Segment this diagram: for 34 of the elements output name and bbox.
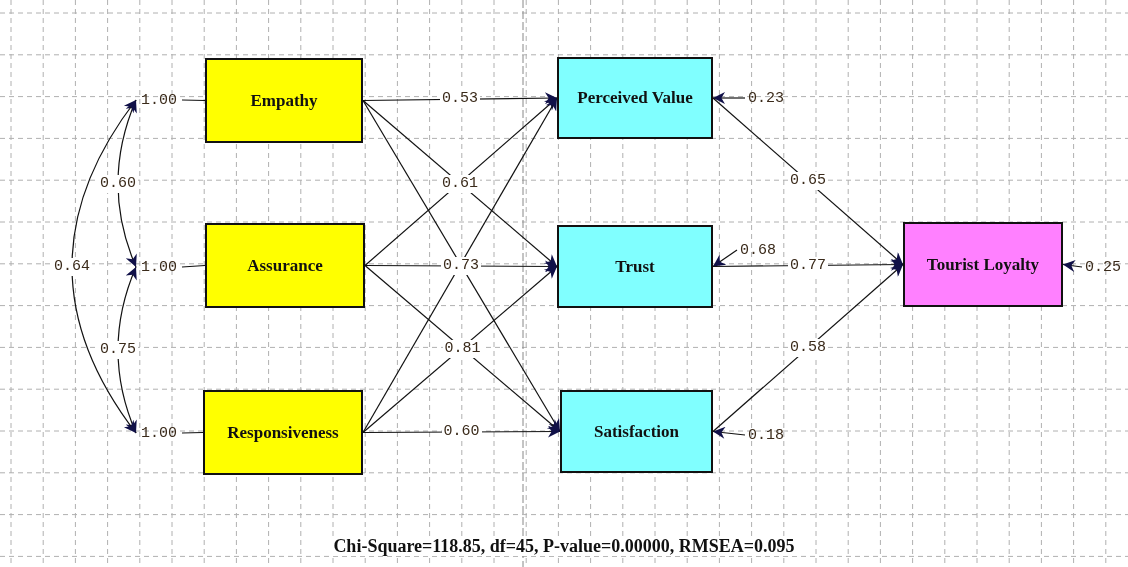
variable-box: Perceived Value	[557, 57, 713, 139]
variance-value: 1.00	[136, 90, 182, 110]
variance-value: 0.68	[737, 240, 779, 260]
edge-label: 0.75	[98, 341, 138, 359]
arrow	[712, 249, 738, 268]
edge-label: 0.81	[442, 339, 483, 358]
variable-box: Satisfaction	[560, 390, 713, 473]
fit-statistics: Chi-Square=118.85, df=45, P-value=0.00000, RMSEA=0.095	[330, 536, 798, 556]
connector-line	[181, 264, 206, 268]
variance-value: 1.00	[136, 257, 182, 277]
arrow	[712, 263, 904, 433]
arrow	[1062, 260, 1083, 272]
edge-label: 0.58	[788, 339, 828, 357]
arrow	[712, 426, 746, 439]
edge-label: 0.64	[52, 257, 92, 276]
connector-line	[181, 99, 206, 102]
connector-line	[181, 431, 204, 434]
variable-box: Empathy	[205, 58, 363, 143]
variable-box: Tourist Loyalty	[903, 222, 1063, 307]
variance-value: 0.23	[745, 88, 787, 108]
edge-label: 0.61	[440, 174, 480, 193]
variable-box: Responsiveness	[203, 390, 363, 475]
variable-box: Assurance	[205, 223, 365, 308]
variance-value: 1.00	[136, 423, 182, 443]
variable-box: Trust	[557, 225, 713, 308]
arrow	[712, 97, 904, 266]
double-headed-arrow	[71, 99, 137, 434]
edge-label: 0.73	[441, 257, 481, 275]
edge-label: 0.77	[788, 256, 828, 275]
edge-label: 0.60	[98, 174, 138, 193]
variance-value: 0.18	[745, 425, 787, 445]
arrow	[712, 92, 746, 104]
variance-value: 0.25	[1082, 257, 1124, 277]
edge-label: 0.65	[788, 172, 828, 191]
